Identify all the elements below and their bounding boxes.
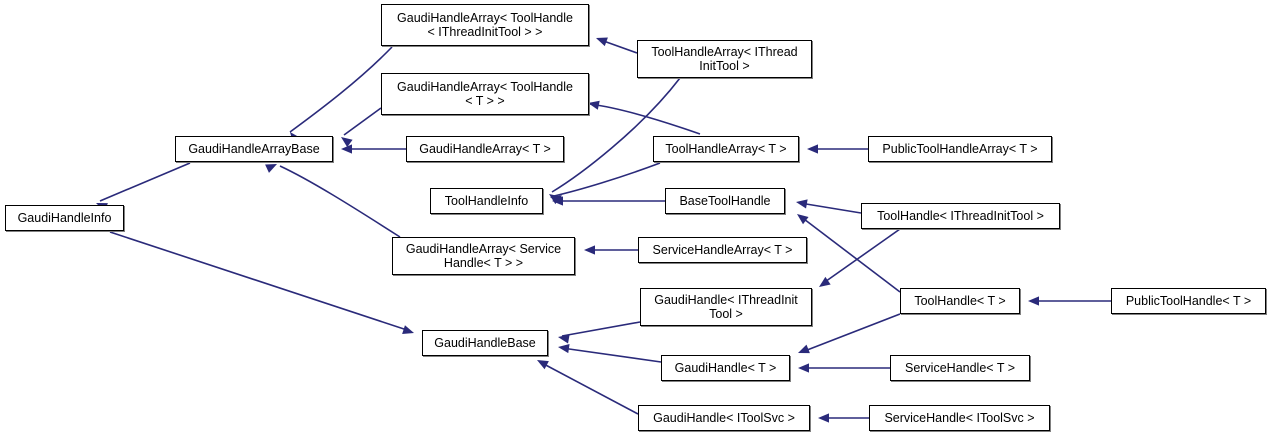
edge-gaudi_handle_array_tool_handle_t-to-gaudi_handle_array_base: [341, 107, 382, 148]
class-node-tool_handle_info[interactable]: ToolHandleInfo: [430, 188, 543, 214]
edge-gaudi_handle_itoolsvc-to-gaudi_handle_base: [537, 360, 639, 415]
class-node-gaudi_handle_array_t[interactable]: GaudiHandleArray< T >: [406, 136, 564, 162]
class-node-gaudi_handle_info[interactable]: GaudiHandleInfo: [5, 205, 124, 231]
class-node-public_tool_handle_t[interactable]: PublicToolHandle< T >: [1111, 288, 1266, 314]
class-node-gaudi_handle_ithreadinittool[interactable]: GaudiHandle< IThreadInit Tool >: [640, 288, 812, 326]
edge-gaudi_handle_ithreadinittool-to-gaudi_handle_base: [558, 321, 641, 344]
edge-service_handle_array_t-to-gaudi_handle_array_service_handle_t: [584, 245, 638, 255]
edge-base_tool_handle-to-tool_handle_info: [552, 196, 665, 206]
class-node-gaudi_handle_array_tool_handle_t[interactable]: GaudiHandleArray< ToolHandle < T > >: [381, 73, 589, 115]
edge-gaudi_handle_array_t-to-gaudi_handle_array_base: [341, 144, 406, 154]
edge-gaudi_handle_array_service_handle_t-to-gaudi_handle_array_base: [265, 164, 401, 238]
class-node-base_tool_handle[interactable]: BaseToolHandle: [665, 188, 785, 214]
edge-gaudi_handle_info-to-gaudi_handle_base: [109, 231, 414, 334]
edge-public_tool_handle_array_t-to-tool_handle_array_t: [807, 144, 868, 154]
class-node-gaudi_handle_base[interactable]: GaudiHandleBase: [422, 330, 548, 356]
class-node-service_handle_itoolsvc[interactable]: ServiceHandle< IToolSvc >: [869, 405, 1050, 431]
class-node-gaudi_handle_t[interactable]: GaudiHandle< T >: [661, 355, 790, 381]
class-node-tool_handle_t[interactable]: ToolHandle< T >: [900, 288, 1020, 314]
edge-public_tool_handle_t-to-tool_handle_t: [1028, 296, 1111, 306]
class-node-tool_handle_array_t[interactable]: ToolHandleArray< T >: [653, 136, 799, 162]
class-node-gaudi_handle_itoolsvc[interactable]: GaudiHandle< IToolSvc >: [638, 405, 810, 431]
class-node-service_handle_array_t[interactable]: ServiceHandleArray< T >: [638, 237, 807, 263]
edge-gaudi_handle_array_tool_handle_ithreadinittool-to-gaudi_handle_array_base: [289, 46, 393, 144]
edge-tool_handle_array_t-to-gaudi_handle_array_tool_handle_t: [588, 100, 701, 135]
edge-tool_handle_array_t-to-tool_handle_info: [550, 162, 661, 205]
edge-service_handle_itoolsvc-to-gaudi_handle_itoolsvc: [818, 413, 869, 423]
edge-gaudi_handle_t-to-gaudi_handle_base: [558, 343, 662, 363]
class-node-public_tool_handle_array_t[interactable]: PublicToolHandleArray< T >: [868, 136, 1052, 162]
edge-service_handle_t-to-gaudi_handle_t: [798, 363, 890, 373]
class-node-gaudi_handle_array_base[interactable]: GaudiHandleArrayBase: [175, 136, 333, 162]
edge-tool_handle_ithreadinittool-to-gaudi_handle_ithreadinittool: [819, 228, 901, 287]
class-node-gaudi_handle_array_tool_handle_ithreadinittool[interactable]: GaudiHandleArray< ToolHandle < IThreadIn…: [381, 4, 589, 46]
class-node-service_handle_t[interactable]: ServiceHandle< T >: [890, 355, 1030, 381]
edge-tool_handle_array_ithreadinittool-to-gaudi_handle_array_tool_handle_ithreadinittool: [596, 37, 638, 54]
class-node-tool_handle_ithreadinittool[interactable]: ToolHandle< IThreadInitTool >: [861, 203, 1060, 229]
class-node-tool_handle_array_ithreadinittool[interactable]: ToolHandleArray< IThread InitTool >: [637, 40, 812, 78]
edge-tool_handle_ithreadinittool-to-base_tool_handle: [796, 199, 862, 214]
class-node-gaudi_handle_array_service_handle_t[interactable]: GaudiHandleArray< Service Handle< T > >: [392, 237, 575, 275]
